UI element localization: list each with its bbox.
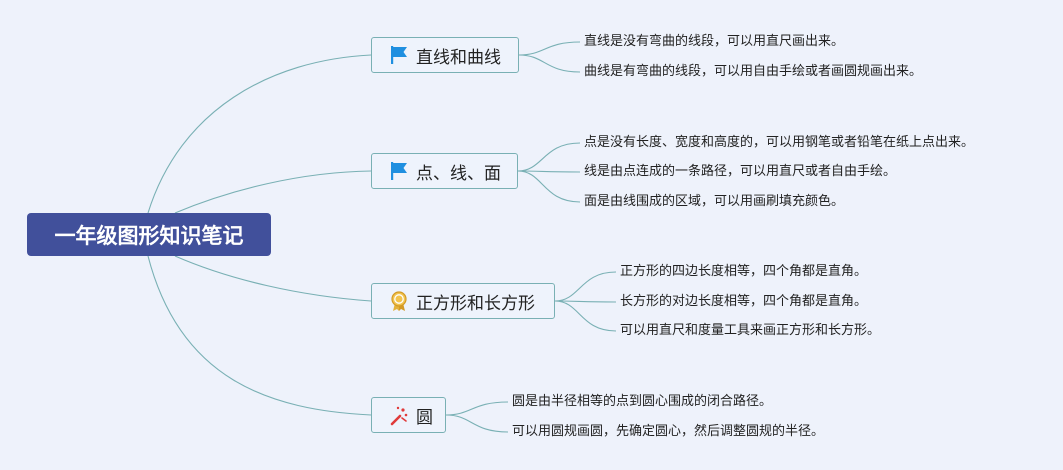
flag-icon bbox=[388, 44, 410, 66]
connector-curve bbox=[517, 170, 581, 173]
connector-curve bbox=[518, 54, 581, 73]
topic-circle[interactable]: 圆 bbox=[371, 397, 446, 433]
topic-straight-and-curved-lines[interactable]: 直线和曲线 bbox=[371, 37, 519, 73]
leaf-item: 可以用圆规画圆，先确定圆心，然后调整圆规的半径。 bbox=[512, 424, 825, 439]
leaf-item: 曲线是有弯曲的线段，可以用自由手绘或者画圆规画出来。 bbox=[584, 64, 923, 79]
topic-label: 直线和曲线 bbox=[416, 47, 501, 68]
leaf-item: 线是由点连成的一条路径，可以用直尺或者自由手绘。 bbox=[584, 164, 897, 179]
connector-curve bbox=[554, 300, 617, 303]
topic-label: 点、线、面 bbox=[416, 163, 501, 184]
connector-curve bbox=[147, 54, 372, 214]
root-topic[interactable]: 一年级图形知识笔记 bbox=[27, 213, 271, 256]
leaf-item: 面是由线围成的区域，可以用画刷填充颜色。 bbox=[584, 194, 845, 209]
connector-curve bbox=[147, 255, 372, 416]
connector-curve bbox=[445, 401, 509, 416]
leaf-item: 圆是由半径相等的点到圆心围成的闭合路径。 bbox=[512, 394, 773, 409]
leaf-item: 点是没有长度、宽度和高度的，可以用钢笔或者铅笔在纸上点出来。 bbox=[584, 135, 975, 150]
topic-label: 正方形和长方形 bbox=[416, 293, 535, 314]
connector-curve bbox=[445, 414, 509, 433]
leaf-item: 可以用直尺和度量工具来画正方形和长方形。 bbox=[620, 323, 881, 338]
topic-label: 圆 bbox=[416, 407, 433, 428]
connector-curve bbox=[518, 41, 581, 56]
connector-curve bbox=[517, 142, 581, 172]
connector-curve bbox=[554, 300, 617, 332]
connector-curve bbox=[517, 170, 581, 203]
connector-curve bbox=[174, 255, 372, 302]
connector-curve bbox=[554, 271, 617, 302]
topic-point-line-plane[interactable]: 点、线、面 bbox=[371, 153, 518, 189]
leaf-item: 长方形的对边长度相等，四个角都是直角。 bbox=[620, 294, 868, 309]
leaf-item: 正方形的四边长度相等，四个角都是直角。 bbox=[620, 264, 868, 279]
flag-icon bbox=[388, 160, 410, 182]
connector-curve bbox=[174, 170, 372, 214]
award-ribbon-icon bbox=[388, 290, 410, 312]
root-title: 一年级图形知识笔记 bbox=[54, 223, 244, 248]
topic-square-and-rectangle[interactable]: 正方形和长方形 bbox=[371, 283, 555, 319]
leaf-item: 直线是没有弯曲的线段，可以用直尺画出来。 bbox=[584, 34, 845, 49]
party-popper-icon bbox=[388, 404, 410, 426]
